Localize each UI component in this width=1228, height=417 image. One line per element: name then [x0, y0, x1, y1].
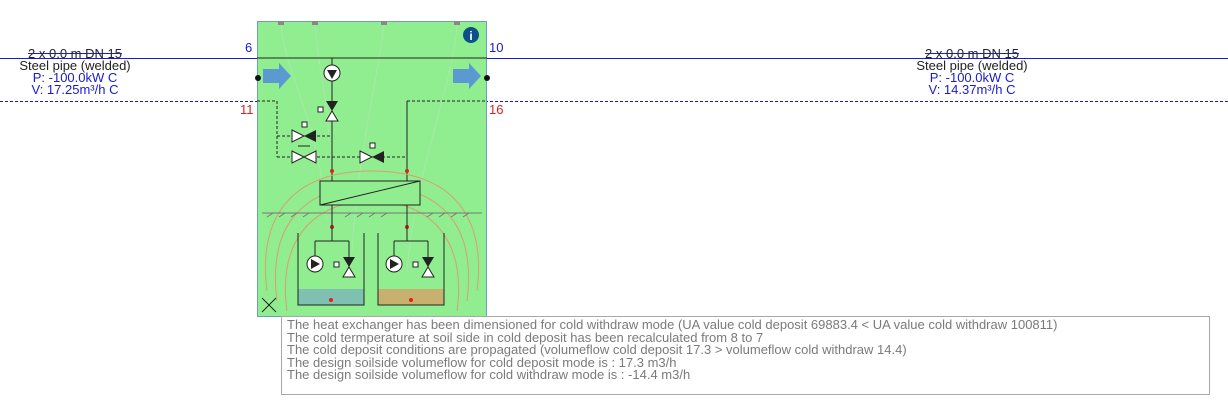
info-tooltip: The heat exchanger has been dimensioned … — [281, 316, 1210, 395]
pipe-length-label: 2 x 0.0 m DN 15 — [28, 46, 122, 61]
left-pipe-label[interactable]: 2 x 0.0 m DN 15 Steel pipe (welded) P: -… — [0, 46, 165, 97]
right-pipe-label[interactable]: 2 x 0.0 m DN 15 Steel pipe (welded) P: -… — [882, 46, 1062, 97]
tooltip-line: The cold termperature at soil side in co… — [287, 329, 764, 345]
return-pipe-line[interactable] — [0, 101, 1228, 102]
pipe-volumeflow-label: V: 14.37m³/h C — [928, 82, 1016, 97]
pump-icon[interactable] — [306, 255, 324, 273]
pipe-power-label: P: -100.0kW C — [929, 70, 1015, 85]
sensor-dot — [330, 169, 334, 173]
component-body[interactable] — [257, 21, 487, 317]
arrow-right-icon — [453, 63, 481, 89]
connector-square — [454, 21, 460, 25]
info-icon[interactable]: i — [463, 27, 479, 43]
connector-square — [312, 21, 318, 25]
tooltip-line: The design soilside volumeflow for cold … — [287, 354, 677, 370]
ground-hatch — [266, 212, 470, 218]
node-16-label: 16 — [489, 102, 504, 117]
tooltip-line: The heat exchanger has been dimensioned … — [287, 317, 1058, 332]
supply-pipe-line[interactable] — [0, 58, 1228, 59]
tooltip-line: The design soilside volumeflow for cold … — [287, 367, 691, 382]
pump-icon[interactable] — [385, 255, 403, 273]
pipe-material-label: Steel pipe (welded) — [916, 58, 1028, 73]
valve-icon[interactable] — [359, 142, 384, 164]
node-10-label: 10 — [489, 40, 504, 55]
heat-exchanger-icon[interactable] — [319, 180, 421, 206]
sensor-dot — [405, 169, 409, 173]
tooltip-line: The cold deposit conditions are propagat… — [287, 342, 907, 357]
node-6-label: 6 — [245, 40, 253, 55]
valve-icon[interactable] — [412, 257, 435, 278]
arrow-right-icon — [263, 63, 291, 89]
pipe-volumeflow-label: V: 17.25m³/h C — [31, 82, 119, 97]
resize-icon[interactable] — [261, 297, 277, 313]
pipe-length-label: 2 x 0.0 m DN 15 — [925, 46, 1019, 61]
node-11-label: 11 — [240, 102, 254, 117]
valve-icon[interactable] — [291, 145, 317, 164]
connector-square — [381, 21, 387, 25]
cold-deposit-tank[interactable] — [297, 233, 365, 306]
valve-icon[interactable] — [317, 101, 339, 122]
info-icon-glyph: i — [469, 29, 472, 43]
heat-exchanger-component[interactable]: i — [257, 21, 487, 317]
pump-icon[interactable] — [323, 64, 341, 82]
valve-icon[interactable] — [291, 121, 316, 143]
pipe-material-label: Steel pipe (welded) — [19, 58, 131, 73]
pipe-power-label: P: -100.0kW C — [32, 70, 118, 85]
connector-square — [278, 21, 284, 25]
valve-icon[interactable] — [333, 257, 356, 278]
